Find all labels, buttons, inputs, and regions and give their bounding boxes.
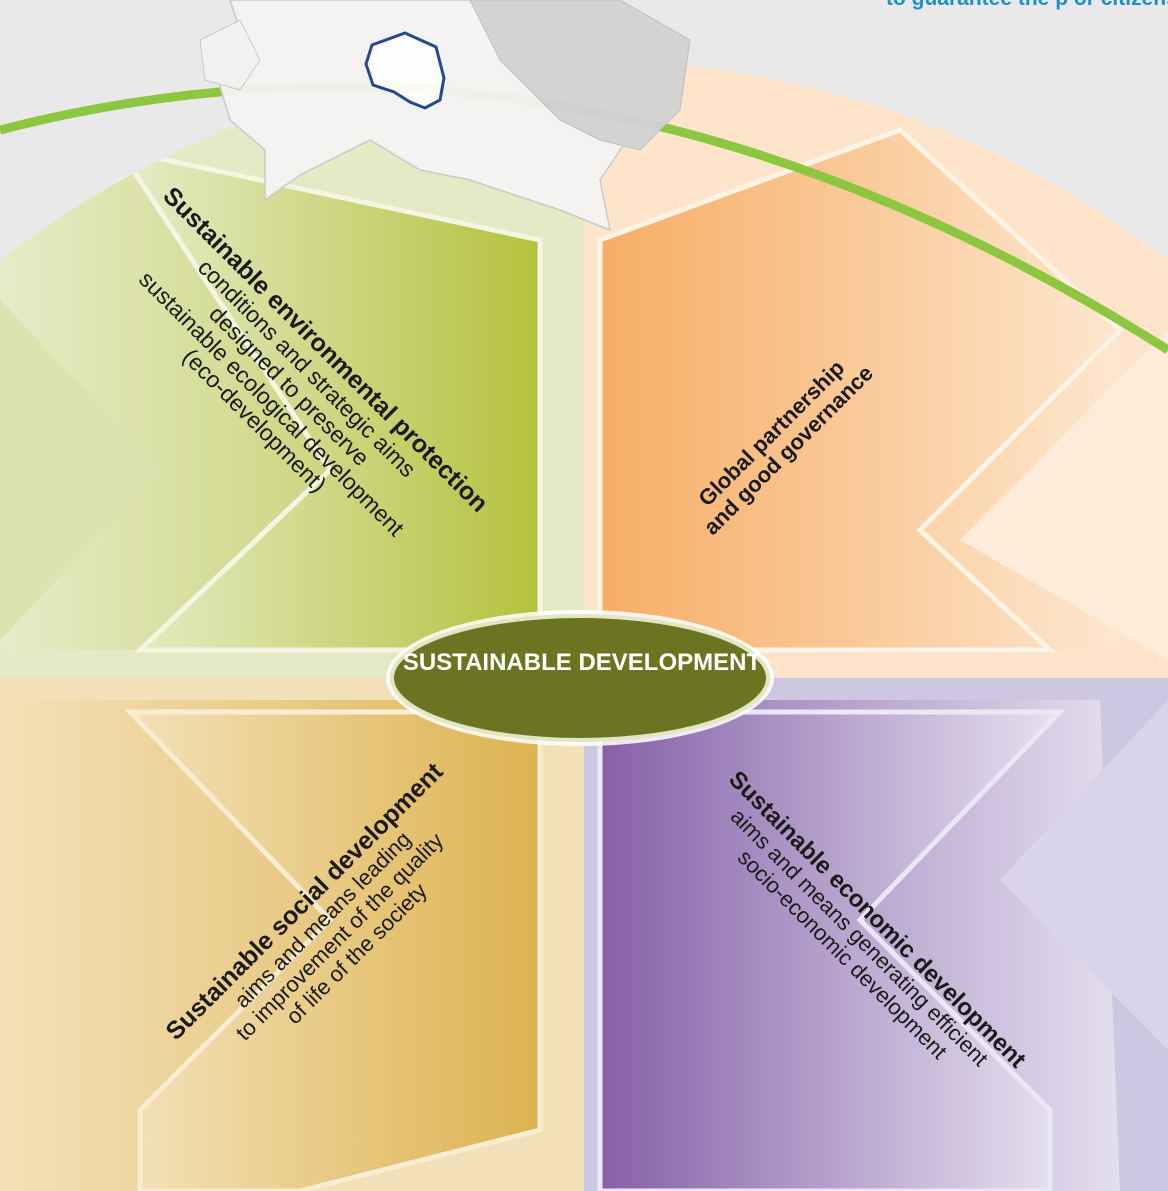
top-caption: to guarantee the p or citizens not only [886,0,1168,11]
economic-chevron [1000,700,1168,1050]
social-arrow [124,709,543,1191]
environmental-arrow [114,146,543,653]
center-label-line-1: SUSTAINABLE [402,649,572,676]
europe-map [199,0,691,232]
caption-line-2: or citizens not only [1074,0,1168,10]
center-label: SUSTAINABLE DEVELOPMENT [392,649,772,676]
center-label-line-2: DEVELOPMENT [578,649,762,676]
environmental-chevron [0,300,160,640]
caption-line-1: to guarantee the p [886,0,1068,10]
global-chevron [960,330,1168,660]
economic-arrow [597,709,1066,1191]
poland-outline [364,31,446,110]
center-oval [390,614,770,742]
